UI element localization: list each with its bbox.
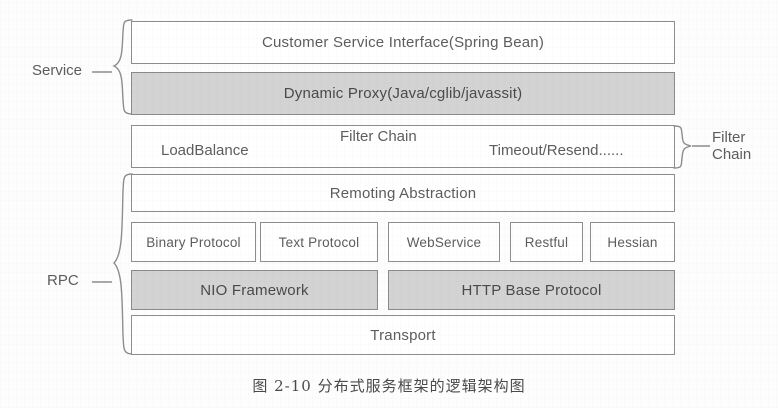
box-transport[interactable]: Transport bbox=[131, 315, 675, 355]
filter-chain-bracket-connector bbox=[692, 145, 710, 147]
service-bracket-connector bbox=[92, 71, 112, 73]
box-nio-framework[interactable]: NIO Framework bbox=[131, 270, 378, 310]
box-label: Hessian bbox=[607, 234, 658, 250]
figure-caption: 图 2-10 分布式服务框架的逻辑架构图 bbox=[252, 377, 526, 395]
box-http-base-protocol[interactable]: HTTP Base Protocol bbox=[388, 270, 675, 310]
service-curly-brace bbox=[112, 19, 133, 115]
box-binary-protocol[interactable]: Binary Protocol bbox=[131, 222, 256, 262]
box-label: NIO Framework bbox=[200, 281, 309, 299]
filter-chain-curly-brace bbox=[673, 125, 692, 169]
box-label: Transport bbox=[370, 326, 436, 344]
box-label: Text Protocol bbox=[278, 234, 360, 250]
box-restful[interactable]: Restful bbox=[510, 222, 583, 262]
box-filter-chain[interactable] bbox=[131, 125, 675, 168]
box-customer-service-interface[interactable]: Customer Service Interface(Spring Bean) bbox=[131, 21, 675, 64]
rpc-bracket-connector bbox=[92, 281, 112, 283]
box-label: Binary Protocol bbox=[146, 234, 241, 250]
rpc-curly-brace bbox=[113, 173, 133, 355]
box-webservice[interactable]: WebService bbox=[388, 222, 500, 262]
box-label: Remoting Abstraction bbox=[329, 184, 477, 202]
filter-chain-timeout-resend-label: Timeout/Resend...... bbox=[489, 142, 624, 159]
box-label: Dynamic Proxy(Java/cglib/javassit) bbox=[283, 85, 523, 102]
box-label: Restful bbox=[524, 234, 569, 250]
bracket-label-service: Service bbox=[32, 62, 83, 79]
box-hessian[interactable]: Hessian bbox=[590, 222, 675, 262]
box-label: WebService bbox=[406, 234, 482, 250]
box-remoting-abstraction[interactable]: Remoting Abstraction bbox=[131, 174, 675, 212]
filter-chain-loadbalance-label: LoadBalance bbox=[161, 142, 249, 159]
box-label: Customer Service Interface(Spring Bean) bbox=[261, 34, 545, 51]
box-dynamic-proxy[interactable]: Dynamic Proxy(Java/cglib/javassit) bbox=[131, 72, 675, 115]
bracket-label-rpc: RPC bbox=[47, 272, 79, 289]
box-label: HTTP Base Protocol bbox=[461, 281, 602, 299]
filter-chain-title-label: Filter Chain bbox=[340, 128, 417, 145]
box-text-protocol[interactable]: Text Protocol bbox=[260, 222, 378, 262]
bracket-label-filter-chain: Filter Chain bbox=[712, 129, 752, 163]
